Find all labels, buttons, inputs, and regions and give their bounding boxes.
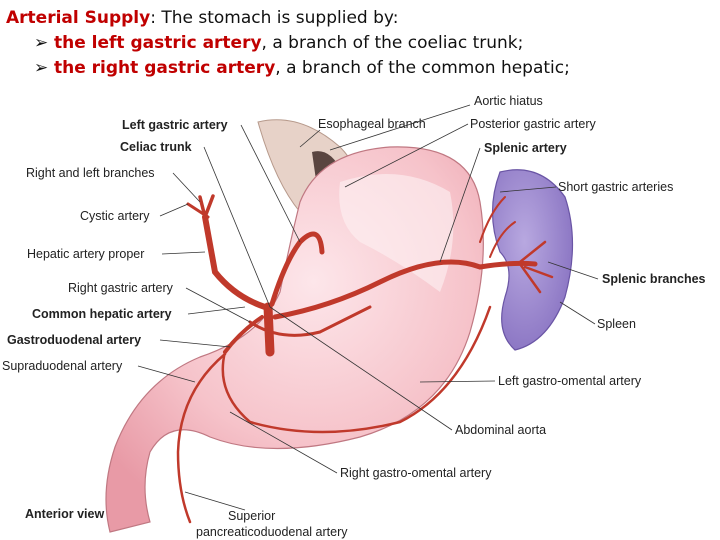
arrow-bullet-icon: ➢ (34, 58, 49, 78)
leader-lines (137, 104, 599, 511)
celiac-trunk-vessel (263, 302, 275, 357)
splenic-artery-vessel (272, 259, 538, 320)
arrow-bullet-icon: ➢ (34, 33, 49, 53)
label-anterior-view: Anterior view (25, 507, 104, 521)
label-left-gastric-artery: Left gastric artery (122, 118, 228, 132)
label-celiac-trunk: Celiac trunk (120, 140, 192, 154)
right-gastric-vessel (248, 305, 372, 337)
right-gastro-omental-vessel (221, 305, 492, 434)
label-common-hepatic-artery: Common hepatic artery (32, 307, 172, 321)
bullet-1-term: the left gastric artery (54, 33, 262, 53)
slide-text: Arterial Supply: The stomach is supplied… (6, 6, 714, 81)
stomach-arterial-diagram: Aortic hiatus Left gastric artery Esopha… (2, 94, 706, 539)
bullet-2: ➢ the right gastric artery, a branch of … (6, 56, 714, 81)
left-gastric-vessel (269, 231, 325, 307)
label-splenic-artery: Splenic artery (484, 141, 567, 155)
stomach-highlight (339, 174, 454, 292)
labels: Aortic hiatus Left gastric artery Esopha… (2, 94, 706, 539)
label-supraduodenal-artery: Supraduodenal artery (2, 359, 123, 373)
superior-pancreaticoduodenal-vessel (176, 352, 227, 524)
spleen (491, 169, 574, 351)
bullet-2-rest: , a branch of the common hepatic; (275, 58, 570, 78)
label-esophageal-branch: Esophageal branch (318, 117, 426, 131)
label-spleen: Spleen (597, 317, 636, 331)
bullet-1-rest: , a branch of the coeliac trunk; (261, 33, 524, 53)
label-superior-pancreaticoduodenal-1: Superior (228, 509, 275, 523)
gastroduodenal-vessel (223, 315, 264, 354)
short-gastric-vessel (479, 196, 516, 258)
label-right-left-branches: Right and left branches (26, 166, 155, 180)
label-aortic-hiatus: Aortic hiatus (474, 94, 543, 108)
label-short-gastric-arteries: Short gastric arteries (558, 180, 673, 194)
title-rest: : The stomach is supplied by: (150, 8, 399, 28)
arteries (176, 194, 554, 524)
title-term: Arterial Supply (6, 8, 151, 28)
label-cystic-artery: Cystic artery (80, 209, 150, 223)
label-splenic-branches: Splenic branches (602, 272, 706, 286)
hepatic-branches-vessel (198, 194, 215, 219)
label-gastroduodenal-artery: Gastroduodenal artery (7, 333, 141, 347)
bullet-1: ➢ the left gastric artery, a branch of t… (6, 31, 714, 56)
common-hepatic-vessel (202, 214, 268, 310)
bullet-2-term: the right gastric artery (54, 58, 276, 78)
title-line: Arterial Supply: The stomach is supplied… (6, 6, 714, 31)
label-hepatic-artery-proper: Hepatic artery proper (27, 247, 144, 261)
label-abdominal-aorta: Abdominal aorta (455, 423, 546, 437)
label-left-gastro-omental-artery: Left gastro-omental artery (498, 374, 642, 388)
label-posterior-gastric-artery: Posterior gastric artery (470, 117, 596, 131)
splenic-branches-vessel (518, 240, 554, 294)
label-right-gastro-omental-artery: Right gastro-omental artery (340, 466, 492, 480)
label-right-gastric-artery: Right gastric artery (68, 281, 174, 295)
label-superior-pancreaticoduodenal-2: pancreaticoduodenal artery (196, 525, 348, 539)
